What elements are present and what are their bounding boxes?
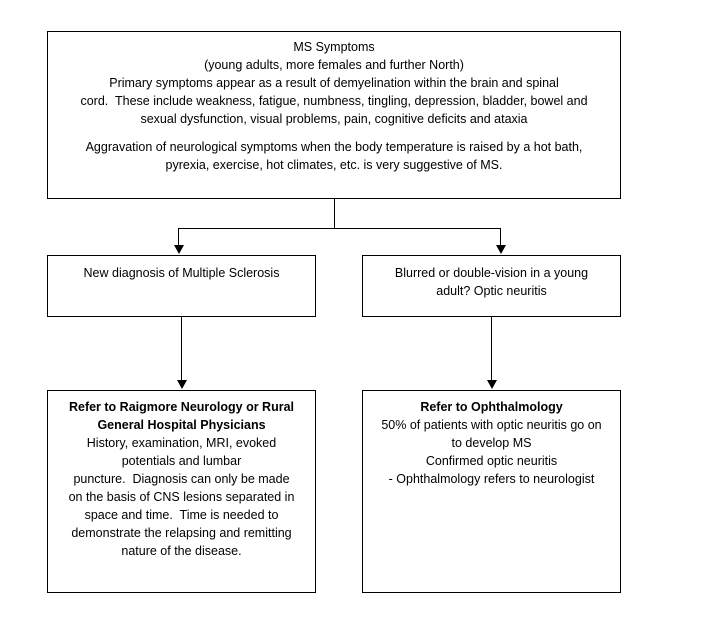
connector-split-bar (178, 228, 501, 229)
text-line: - Ophthalmology refers to neurologist (388, 472, 595, 486)
connector-trunk-from-symptoms (334, 199, 335, 228)
text-line: demonstrate the relapsing and remitting (71, 526, 292, 540)
text-line: (young adults, more females and further … (204, 58, 464, 72)
arrowhead-icon (177, 380, 187, 389)
arrowhead-icon (487, 380, 497, 389)
text-line: to develop MS (451, 436, 532, 450)
text-line: sexual dysfunction, visual problems, pai… (140, 112, 528, 126)
node-new-diagnosis-text: New diagnosis of Multiple Sclerosis (48, 256, 315, 282)
text-line: New diagnosis of Multiple Sclerosis (83, 266, 280, 280)
text-line: adult? Optic neuritis (436, 284, 547, 298)
text-line: potentials and lumbar (121, 454, 242, 468)
text-line: nature of the disease. (121, 544, 242, 558)
arrowhead-icon (174, 245, 184, 254)
node-blurred-vision[interactable]: Blurred or double-vision in a young adul… (362, 255, 621, 317)
node-refer-neurology-text: Refer to Raigmore Neurology or Rural Gen… (48, 391, 315, 560)
node-refer-neurology[interactable]: Refer to Raigmore Neurology or Rural Gen… (47, 390, 316, 593)
node-refer-ophthalmology-text: Refer to Ophthalmology 50% of patients w… (363, 391, 620, 488)
node-refer-ophthalmology[interactable]: Refer to Ophthalmology 50% of patients w… (362, 390, 621, 593)
text-line: space and time. Time is needed to (84, 508, 279, 522)
node-heading-line: Refer to Ophthalmology (420, 400, 563, 414)
node-heading-line: Refer to Raigmore Neurology or Rural (68, 400, 295, 414)
connector-branch-left (178, 228, 179, 247)
text-line: 50% of patients with optic neuritis go o… (381, 418, 602, 432)
text-line: Aggravation of neurological symptoms whe… (85, 140, 583, 154)
text-line: History, examination, MRI, evoked (86, 436, 277, 450)
text-line: puncture. Diagnosis can only be made (73, 472, 290, 486)
connector-new-diagnosis-to-neurology (181, 317, 182, 382)
connector-blurred-vision-to-ophthalmology (491, 317, 492, 382)
node-ms-symptoms[interactable]: MS Symptoms (young adults, more females … (47, 31, 621, 199)
node-ms-symptoms-text: MS Symptoms (young adults, more females … (48, 32, 620, 174)
text-line: MS Symptoms (293, 40, 375, 54)
arrowhead-icon (496, 245, 506, 254)
text-line-spacer (54, 128, 614, 138)
node-heading-line: General Hospital Physicians (97, 418, 266, 432)
node-new-diagnosis[interactable]: New diagnosis of Multiple Sclerosis (47, 255, 316, 317)
node-blurred-vision-text: Blurred or double-vision in a young adul… (363, 256, 620, 300)
text-line: Primary symptoms appear as a result of d… (109, 76, 559, 90)
text-line: Blurred or double-vision in a young (394, 266, 589, 280)
text-line: cord. These include weakness, fatigue, n… (80, 94, 588, 108)
connector-branch-right (500, 228, 501, 247)
text-line: on the basis of CNS lesions separated in (68, 490, 295, 504)
text-line: pyrexia, exercise, hot climates, etc. is… (165, 158, 503, 172)
text-line: Confirmed optic neuritis (425, 454, 558, 468)
